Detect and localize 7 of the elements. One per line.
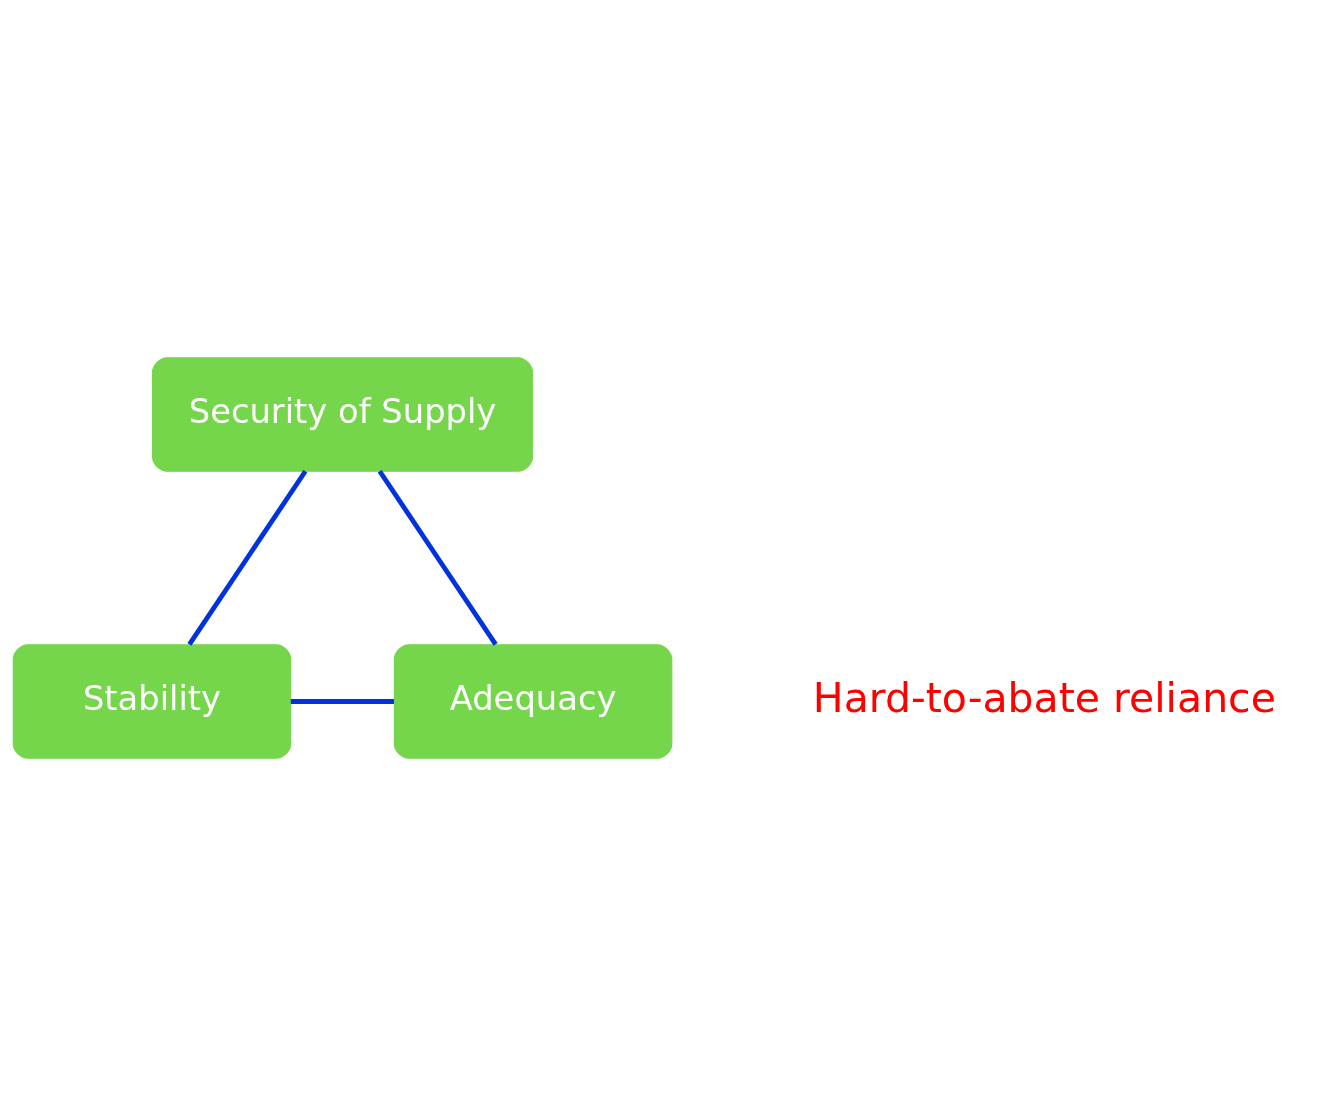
node-box: Security of Supply: [152, 356, 534, 472]
label: Hard-to-abate reliance: [812, 673, 1276, 722]
connector: [187, 469, 308, 646]
connector: [290, 698, 394, 704]
node-box: Adequacy: [393, 643, 673, 759]
connector: [377, 469, 498, 646]
node-box: Stability: [12, 643, 292, 759]
